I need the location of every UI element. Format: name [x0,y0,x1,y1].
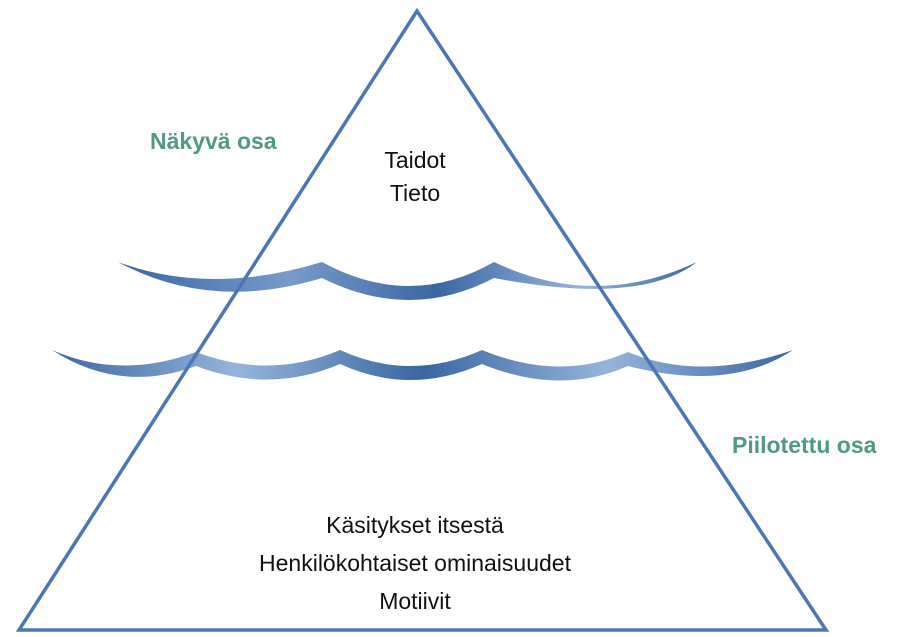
visible-part-label: Näkyvä osa [150,128,277,154]
hidden-items: Käsitykset itsestä Henkilökohtaiset omin… [170,506,660,620]
visible-items: Taidot Tieto [340,144,490,210]
visible-item: Taidot [384,147,446,173]
wave-upper [118,262,697,300]
visible-item: Tieto [389,180,441,206]
hidden-item: Motiivit [379,588,451,614]
hidden-item: Käsitykset itsestä [326,512,504,538]
hidden-part-label: Piilotettu osa [732,432,877,458]
pyramid-triangle [15,7,830,632]
wave-lower [52,350,793,381]
hidden-item: Henkilökohtaiset ominaisuudet [259,550,571,576]
